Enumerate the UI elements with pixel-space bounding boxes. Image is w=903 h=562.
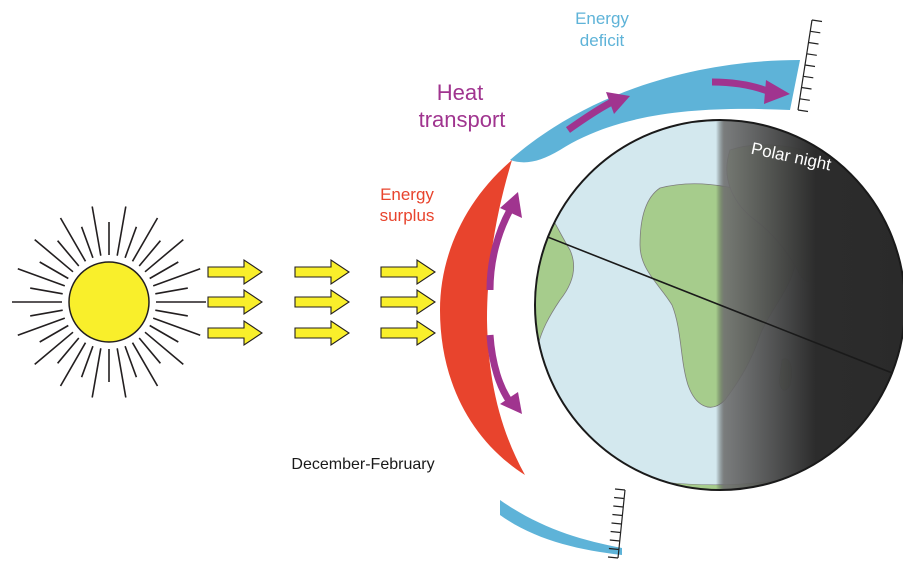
sun-icon (12, 206, 206, 398)
sun-rays (12, 206, 206, 398)
ruler-tick (613, 505, 624, 508)
heat-transport-arrows (486, 78, 790, 414)
ruler-tick (806, 53, 817, 56)
ruler-tick (609, 539, 620, 542)
sun-ray (131, 342, 159, 387)
energy-surplus-label-2: surplus (380, 206, 435, 225)
sun-ray (152, 268, 201, 287)
sun-ray (30, 287, 63, 295)
sun-ray (34, 238, 74, 273)
sun-disc (68, 261, 150, 343)
ruler-tick (612, 513, 623, 517)
sun-ray (56, 240, 80, 267)
sun-ray (17, 317, 66, 336)
sun-ray (149, 324, 179, 343)
energy-surplus-label: Energy (380, 185, 434, 204)
right-arrow-icon (294, 319, 350, 347)
sun-ray (59, 217, 87, 262)
sun-ray (138, 337, 162, 364)
sun-ray (39, 324, 69, 343)
ruler-tick (811, 19, 823, 23)
energy-deficit-band-south (500, 500, 622, 555)
sun-ray (155, 309, 188, 317)
sun-ray (80, 345, 94, 378)
ruler-tick (614, 496, 625, 500)
axis-ruler-bottom (607, 488, 626, 559)
energy-deficit-label-2: deficit (580, 31, 625, 50)
ruler-tick (607, 556, 619, 559)
sun-ray (116, 206, 127, 256)
ruler-tick (808, 41, 819, 45)
right-arrow-icon (294, 288, 350, 316)
ruler-tick (803, 75, 814, 79)
ruler-tick (810, 30, 821, 34)
heat-transport-label: Heat (437, 80, 483, 105)
sun-ray (138, 240, 162, 267)
right-arrow-icon (380, 319, 436, 347)
equator-line (535, 231, 903, 379)
sun-ray (144, 238, 184, 273)
heat-transport-label-2: transport (419, 107, 506, 132)
sun-ray (17, 268, 66, 287)
sun-ray (131, 217, 159, 262)
right-arrow-icon (207, 319, 263, 347)
ruler-tick (610, 530, 621, 534)
sun-ray (59, 342, 87, 387)
ruler-tick (608, 547, 619, 551)
season-label: December-February (291, 456, 434, 473)
sun-ray (124, 345, 138, 378)
sunlight-arrows (207, 258, 436, 347)
sun-ray (91, 348, 102, 398)
sun-ray (144, 331, 184, 366)
ruler-tick (614, 488, 626, 491)
sun-ray (39, 261, 69, 280)
ruler-tick (804, 64, 816, 68)
ruler-tick (797, 109, 809, 113)
heat-arrow-north-band (565, 98, 614, 133)
sun-ray (152, 317, 201, 336)
heat-arrow-surplus-down (486, 334, 513, 405)
right-arrow-icon (294, 258, 350, 286)
sun-ray (149, 261, 179, 280)
right-arrow-icon (380, 288, 436, 316)
ruler-tick (799, 98, 810, 101)
sun-ray (124, 226, 138, 259)
earth-globe (534, 119, 903, 491)
ruler-tick (611, 522, 622, 525)
energy-surplus-band (440, 160, 525, 475)
sun-ray (155, 287, 188, 295)
heat-arrow-surplus-up (486, 208, 514, 291)
sun-ray (56, 337, 80, 364)
energy-deficit-label: Energy (575, 9, 629, 28)
sun-ray (91, 206, 102, 256)
sun-ray (116, 348, 127, 398)
sun-ray (34, 331, 74, 366)
right-arrow-icon (207, 288, 263, 316)
right-arrow-icon (207, 258, 263, 286)
axis-ruler-top (797, 19, 823, 113)
right-arrow-icon (380, 258, 436, 286)
sun-ray (30, 309, 63, 317)
sun-ray (80, 226, 94, 259)
ruler-tick (801, 86, 812, 90)
